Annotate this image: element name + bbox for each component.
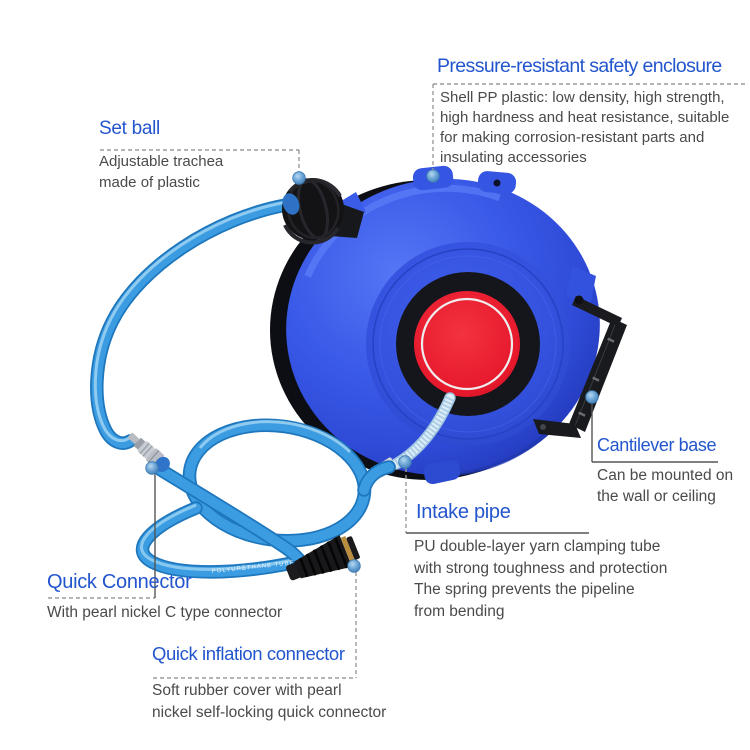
quick-inflation-connector — [286, 535, 360, 581]
annotation-body: With pearl nickel C type connector — [47, 604, 283, 621]
annotation-body: Adjustable trachea made of plastic — [99, 153, 224, 191]
dot-pressure — [426, 169, 440, 183]
hub-center-red — [414, 291, 520, 397]
annotation-title: Intake pipe — [416, 501, 511, 523]
annotation-set-ball: Set ball Adjustable trachea made of plas… — [99, 118, 339, 193]
annotation-quick-connector: Quick Connector With pearl nickel C type… — [47, 571, 347, 623]
annotation-pressure-enclosure: Pressure-resistant safety enclosure Shel… — [437, 55, 750, 168]
dot-inflation — [347, 559, 361, 573]
annotation-quick-inflation: Quick inflation connector Soft rubber co… — [152, 643, 452, 724]
annotation-body: Can be mounted on the wall or ceiling — [597, 467, 734, 505]
annotation-body: PU double-layer yarn clamping tube with … — [414, 538, 668, 620]
leader-lines-solid — [154, 404, 718, 598]
annotation-title: Quick Connector — [47, 571, 192, 593]
dot-setball — [292, 171, 306, 185]
annotation-cantilever-base: Cantilever base Can be mounted on the wa… — [597, 435, 747, 507]
annotation-body: Soft rubber cover with pearl nickel self… — [152, 682, 387, 721]
annotation-intake-pipe: Intake pipe PU double-layer yarn clampin… — [414, 501, 706, 622]
annotation-title: Pressure-resistant safety enclosure — [437, 55, 722, 77]
annotation-body: Shell PP plastic: low density, high stre… — [440, 89, 730, 166]
leader-lines-dashed — [48, 83, 746, 679]
dot-quickconn — [145, 461, 159, 475]
dot-cantilever — [585, 390, 599, 404]
dot-intake — [398, 455, 412, 469]
annotation-title: Quick inflation connector — [152, 643, 345, 664]
annotation-title: Cantilever base — [597, 435, 717, 455]
annotation-title: Set ball — [99, 118, 160, 139]
air-hose-loop: POLYURETHANE TUBE — [142, 418, 389, 575]
air-hose-main — [95, 203, 286, 444]
set-ball — [282, 178, 364, 245]
hose-reel-drum — [286, 165, 600, 485]
cantilever-bracket — [533, 295, 627, 438]
mounting-tabs — [412, 165, 517, 485]
leader-dots — [145, 169, 599, 573]
